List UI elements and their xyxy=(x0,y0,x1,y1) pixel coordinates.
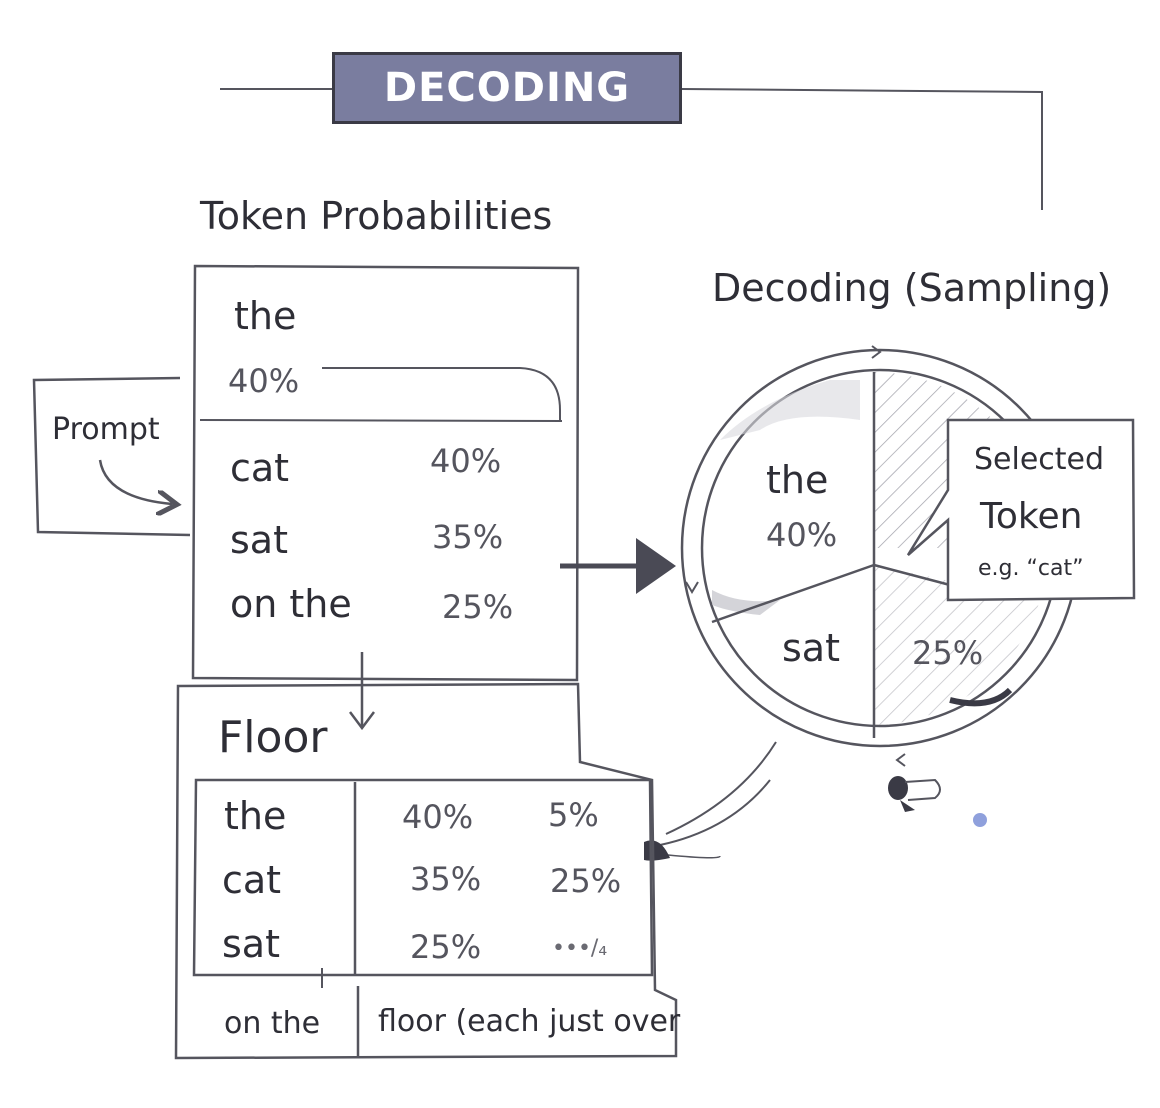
floor-row-token: cat xyxy=(222,858,282,902)
decoding-banner: DECODING xyxy=(332,52,682,124)
floor-row-token: sat xyxy=(222,922,280,966)
wheel-token-the: the xyxy=(766,458,829,502)
top-token-pct: 40% xyxy=(228,362,300,400)
floor-row-token: the xyxy=(224,794,287,838)
floor-row-p2: 5% xyxy=(548,796,599,834)
floor-footer-text: floor (each just over xyxy=(378,1004,681,1039)
floor-row-p1: 40% xyxy=(402,798,474,836)
callout-line2: Token xyxy=(980,496,1083,537)
prob-row-pct: 40% xyxy=(430,442,502,480)
floor-heading: Floor xyxy=(218,712,328,763)
top-token: the xyxy=(234,294,297,338)
banner-title: DECODING xyxy=(383,65,631,111)
floor-row-p2: •••/₄ xyxy=(552,936,608,961)
wheel-pct-the: 40% xyxy=(766,516,838,554)
wheel-pct-25: 25% xyxy=(912,634,984,672)
prob-row-pct: 25% xyxy=(442,588,514,626)
prob-row-pct: 35% xyxy=(432,518,504,556)
prob-row-token: cat xyxy=(230,446,290,490)
floor-footer-token: on the xyxy=(224,1006,321,1041)
callout-example: e.g. “cat” xyxy=(978,556,1084,581)
token-probabilities-heading: Token Probabilities xyxy=(200,194,553,238)
callout-line1: Selected xyxy=(974,442,1105,477)
prob-row-token: sat xyxy=(230,518,288,562)
prompt-label: Prompt xyxy=(52,412,160,447)
floor-row-p2: 25% xyxy=(550,862,622,900)
floor-row-p1: 25% xyxy=(410,928,482,966)
wheel-token-sat: sat xyxy=(782,626,840,670)
decoding-heading: Decoding (Sampling) xyxy=(712,266,1112,310)
floor-row-p1: 35% xyxy=(410,860,482,898)
prob-row-token: on the xyxy=(230,582,352,626)
